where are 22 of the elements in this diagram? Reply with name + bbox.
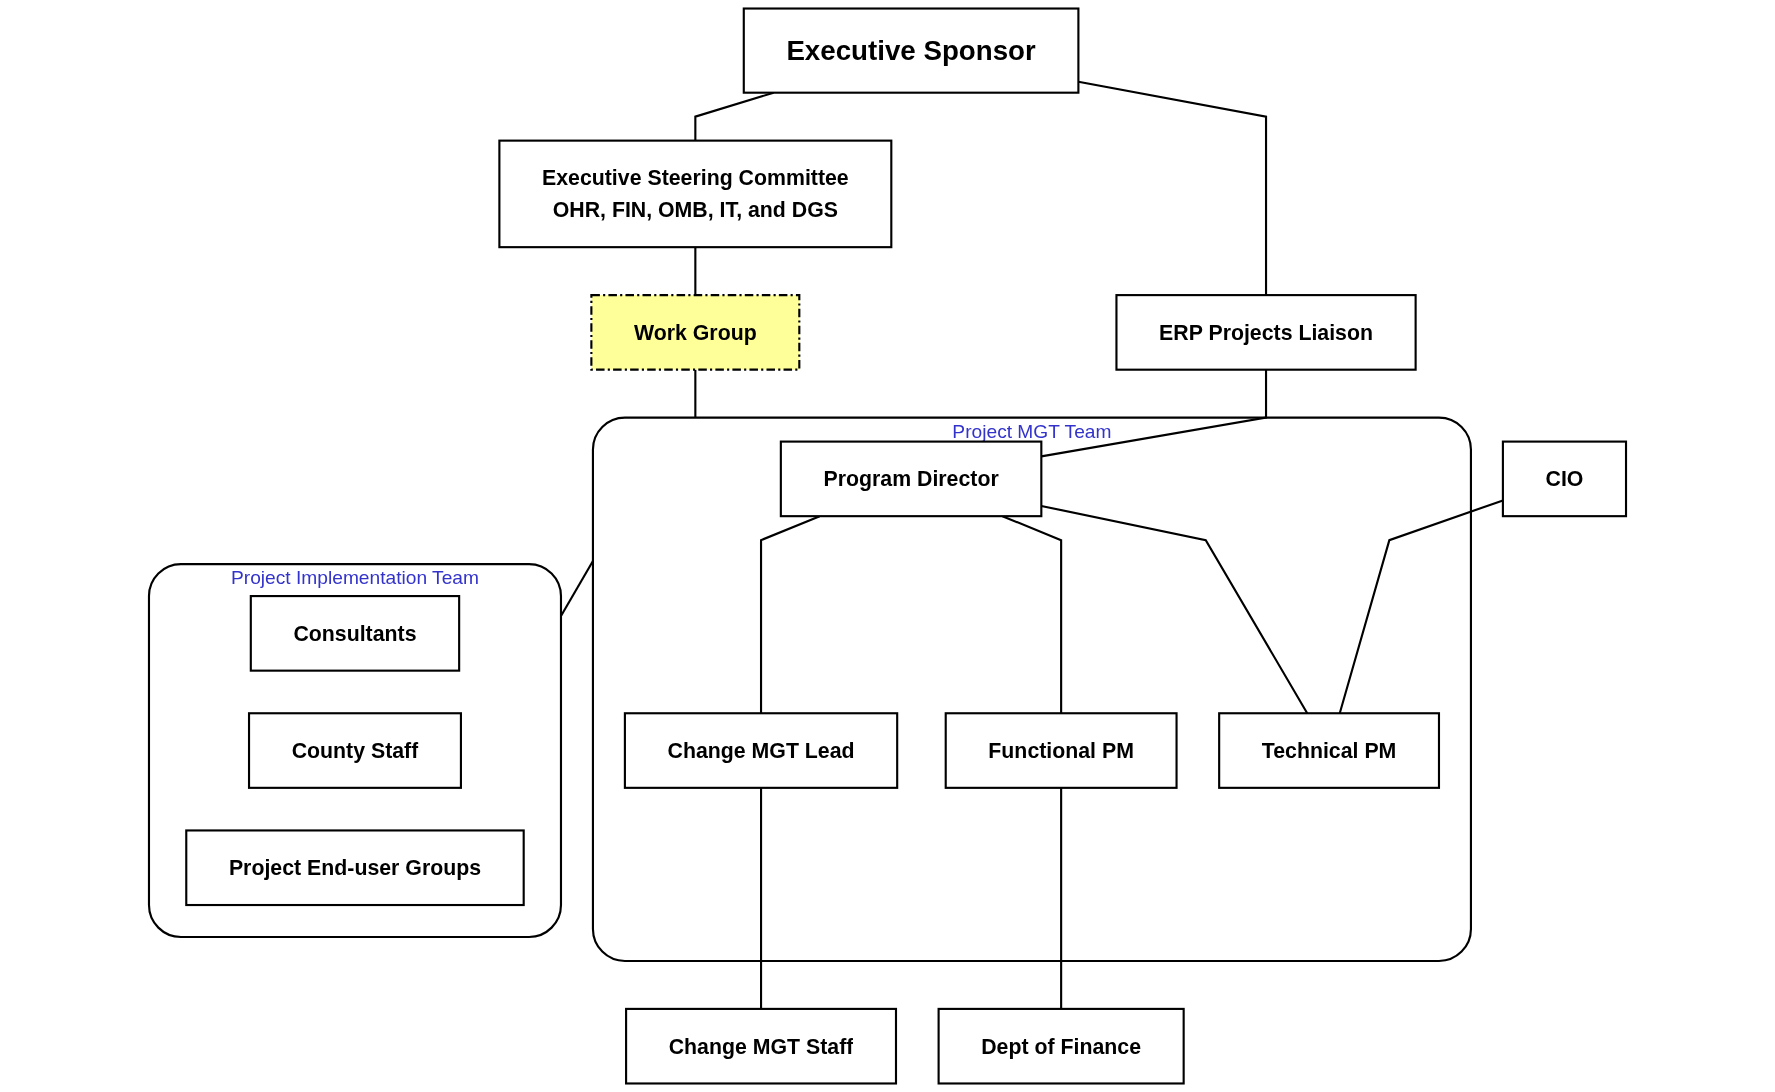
node-box: CIO — [1501, 440, 1628, 518]
node-box: ERP Projects Liaison — [1115, 294, 1417, 371]
connector — [759, 787, 763, 1009]
node-box: Project End-user Groups — [185, 829, 525, 907]
connector — [1041, 369, 1268, 458]
node-box: Functional PM — [944, 712, 1178, 789]
node-box: County Staff — [247, 712, 462, 789]
connector — [694, 247, 697, 296]
node-box: Consultants — [249, 595, 461, 672]
node-box: Technical PM — [1218, 712, 1441, 789]
node-box: Program Director — [779, 440, 1043, 518]
node-box: Change MGT Lead — [623, 712, 899, 789]
connector — [560, 560, 594, 617]
node-box: Dept of Finance — [937, 1007, 1185, 1085]
connector — [1078, 80, 1268, 296]
node-box: Executive Sponsor — [742, 7, 1080, 94]
node-box: Work Group — [590, 294, 801, 371]
connector — [694, 369, 697, 418]
node-box: Executive Steering Committee OHR, FIN, OMB, IT, and DGS — [498, 139, 893, 249]
node-box: Change MGT Staff — [625, 1007, 898, 1085]
connector — [1060, 787, 1063, 1009]
connector — [1041, 504, 1309, 714]
